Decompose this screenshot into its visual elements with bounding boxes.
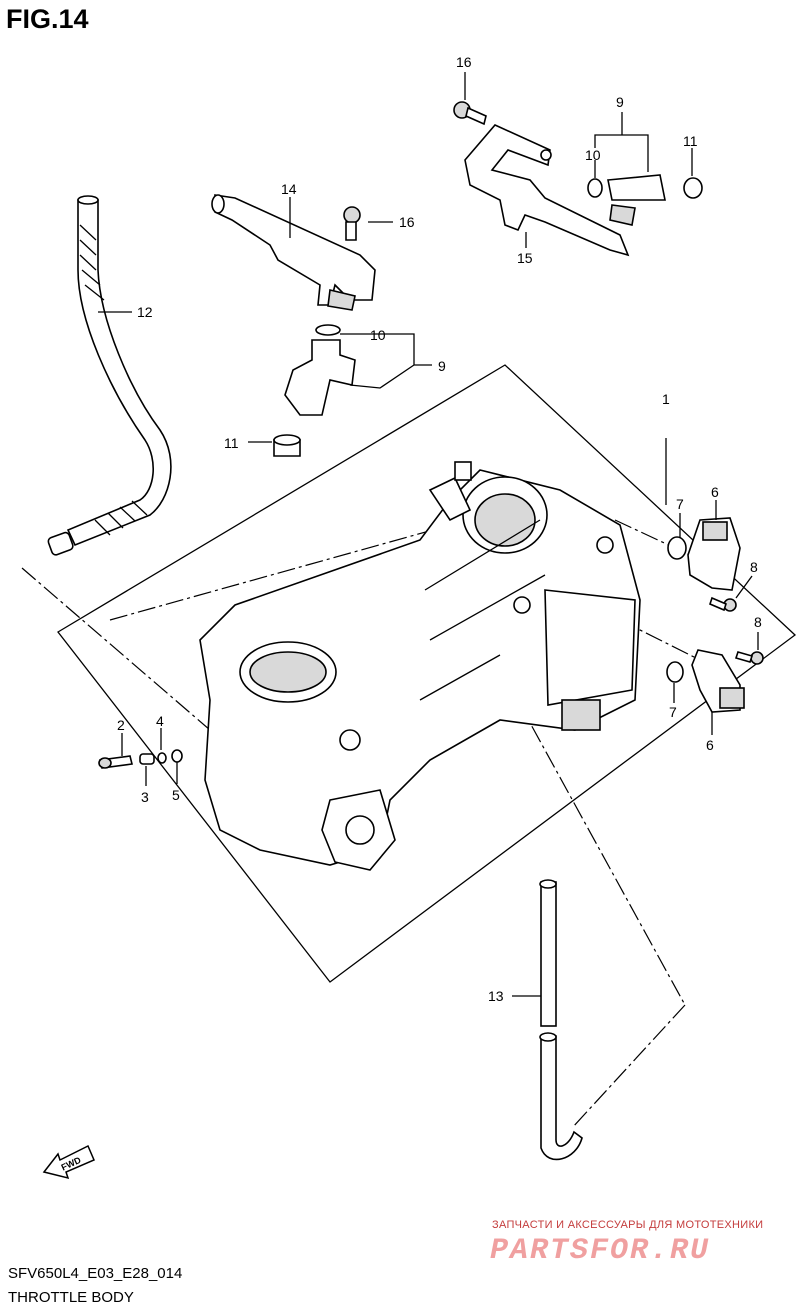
callout-8-lower: 8 xyxy=(754,614,762,630)
watermark-caption: ЗАПЧАСТИ И АКСЕССУАРЫ ДЛЯ МОТОТЕХНИКИ xyxy=(492,1219,764,1231)
hose-13 xyxy=(539,879,583,1161)
fwd-arrow-icon: FWD xyxy=(42,1144,95,1180)
figure-title: FIG.14 xyxy=(6,4,89,34)
injector-upper xyxy=(587,174,703,226)
callout-3: 3 xyxy=(141,789,149,805)
fuel-rail-15 xyxy=(464,124,630,257)
callout-14: 14 xyxy=(281,181,297,197)
callout-9-upper: 9 xyxy=(616,94,624,110)
ref-line-hose13-return xyxy=(571,1004,686,1129)
sensor-lower xyxy=(666,649,764,713)
diagram-code: SFV650L4_E03_E28_014 xyxy=(8,1265,183,1282)
callout-7-upper: 7 xyxy=(676,496,684,512)
watermark-brand: PARTSFOR.RU xyxy=(490,1234,711,1268)
ref-line-top xyxy=(109,527,441,621)
callout-9-lower: 9 xyxy=(438,358,446,374)
callout-7-lower: 7 xyxy=(669,704,677,720)
callout-4: 4 xyxy=(156,713,164,729)
screw-16-upper xyxy=(453,101,487,126)
callout-6-lower: 6 xyxy=(706,737,714,753)
callout-12: 12 xyxy=(137,304,153,320)
sensor-upper xyxy=(667,517,741,612)
hose-12 xyxy=(47,195,172,556)
callout-15: 15 xyxy=(517,250,533,266)
callout-8-upper: 8 xyxy=(750,559,758,575)
idle-screw-set xyxy=(98,749,183,769)
diagram-name: THROTTLE BODY xyxy=(8,1289,134,1306)
leader-lines xyxy=(98,72,759,997)
callout-16-lower: 16 xyxy=(399,214,415,230)
callout-16-upper: 16 xyxy=(456,54,472,70)
assembly-outline xyxy=(57,364,797,983)
ref-line-hose12 xyxy=(21,567,211,731)
callout-6-upper: 6 xyxy=(711,484,719,500)
callout-10-lower: 10 xyxy=(370,327,386,343)
screw-16-lower xyxy=(343,206,361,241)
callout-2: 2 xyxy=(117,717,125,733)
callout-5: 5 xyxy=(172,787,180,803)
callout-11-upper: 11 xyxy=(683,133,698,149)
fuel-rail-14 xyxy=(211,194,376,311)
callout-labels: 16 9 10 11 14 16 15 12 10 9 11 1 7 6 8 8… xyxy=(117,54,762,1004)
injector-lower xyxy=(273,324,356,457)
throttle-body xyxy=(199,461,641,871)
callout-11-lower: 11 xyxy=(224,435,239,451)
callout-13: 13 xyxy=(488,988,504,1004)
callout-10-upper: 10 xyxy=(585,147,601,163)
callout-1: 1 xyxy=(662,391,670,407)
